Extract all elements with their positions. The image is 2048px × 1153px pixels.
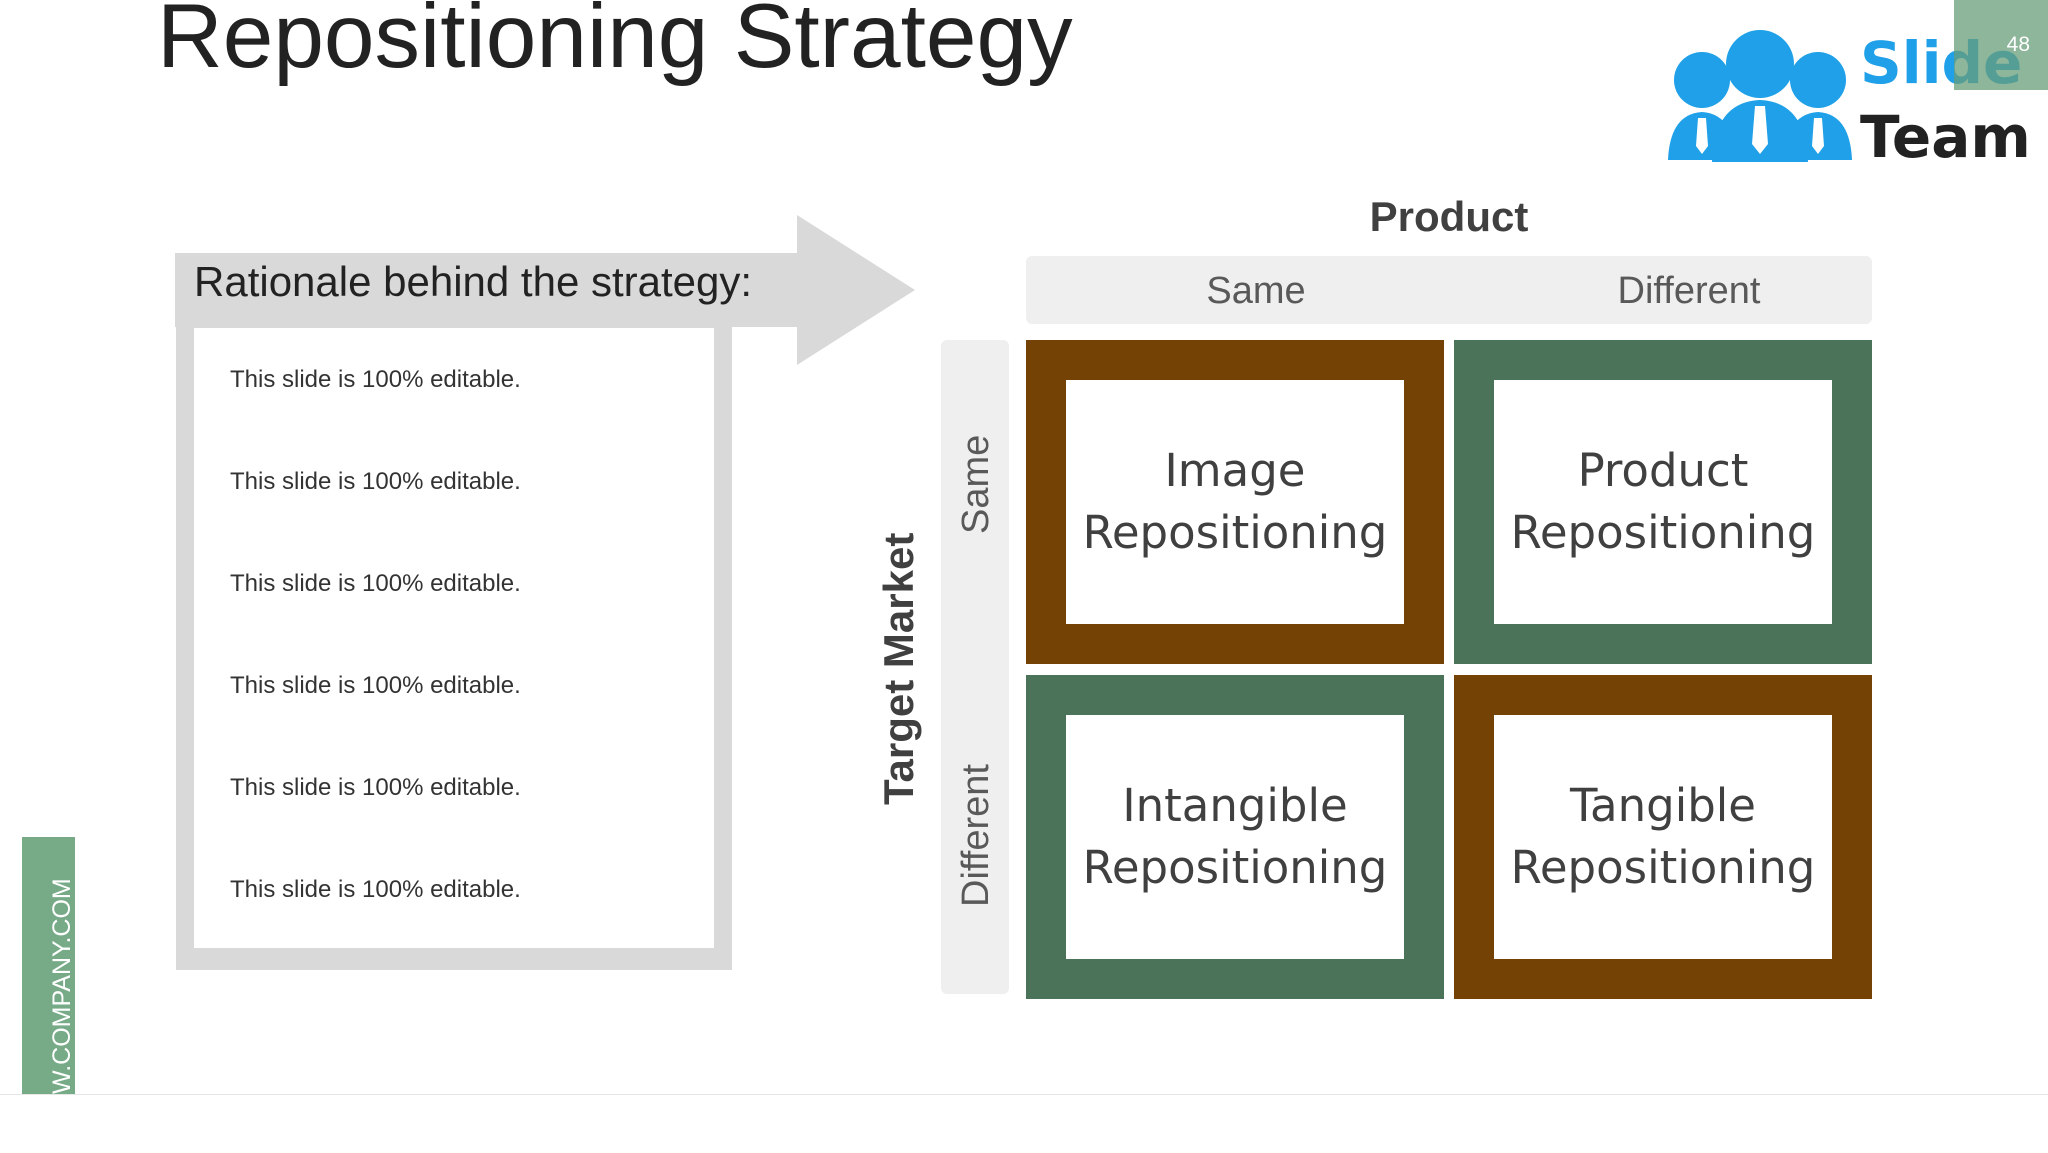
page-number-tab: 48 xyxy=(1954,0,2048,90)
rationale-item: This slide is 100% editable. xyxy=(230,468,521,495)
row-label-same: Same xyxy=(955,434,997,534)
column-label-different: Different xyxy=(1617,270,1761,312)
column-label-same: Same xyxy=(1206,270,1306,312)
rationale-item: This slide is 100% editable. xyxy=(230,570,521,597)
rationale-item: This slide is 100% editable. xyxy=(230,366,521,393)
side-url-text: W.COMPANY.COM xyxy=(48,878,75,1094)
page-number: 48 xyxy=(2006,33,2030,56)
target-market-axis-label: Target Market xyxy=(875,532,922,805)
below-slide-area xyxy=(0,1094,2048,1153)
column-header-bar: Same Different xyxy=(1026,256,1872,324)
rationale-list: This slide is 100% editable. This slide … xyxy=(194,328,714,948)
row-header-bar: Same Different xyxy=(941,340,1009,994)
rationale-item: This slide is 100% editable. xyxy=(230,876,521,903)
rationale-item: This slide is 100% editable. xyxy=(230,774,521,801)
side-url-strip: W.COMPANY.COM xyxy=(22,837,75,1094)
rationale-box: This slide is 100% editable. This slide … xyxy=(176,316,732,970)
logo-text-team: Team xyxy=(1860,103,2031,171)
slide: Repositioning Strategy Slide Team 48 W.C… xyxy=(22,0,2048,1094)
rationale-heading: Rationale behind the strategy: xyxy=(194,258,753,305)
slide-title: Repositioning Strategy xyxy=(157,0,1073,87)
arrow-shape xyxy=(175,215,915,365)
people-icon xyxy=(1668,30,1852,162)
product-axis-label: Product xyxy=(1369,193,1529,240)
rationale-item: This slide is 100% editable. xyxy=(230,672,521,699)
row-label-different: Different xyxy=(955,764,997,907)
